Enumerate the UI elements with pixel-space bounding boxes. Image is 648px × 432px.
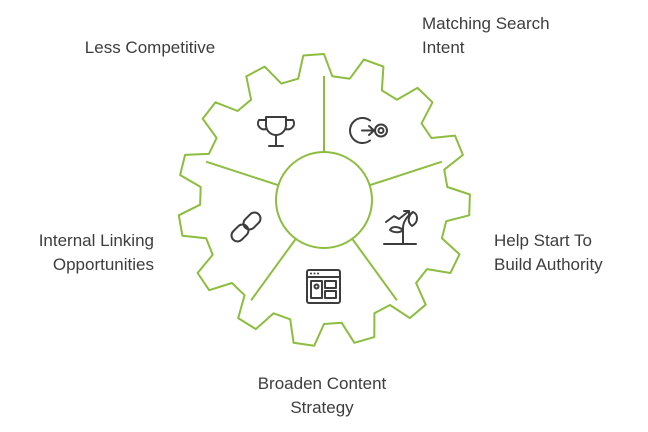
label-line: Help Start To (494, 231, 592, 250)
search-intent-icon (349, 117, 388, 144)
label-less-competitive: Less Competitive (60, 36, 240, 60)
label-broaden-content: Broaden Content Strategy (222, 372, 422, 420)
label-build-authority: Help Start To Build Authority (494, 229, 603, 277)
segment-divider (351, 238, 398, 301)
link-icon (230, 211, 262, 243)
growing-plant-icon (383, 210, 418, 245)
label-line: Broaden Content (257, 374, 387, 393)
label-internal-linking: Internal Linking Opportunities (0, 229, 154, 277)
label-line: Intent (422, 38, 465, 57)
gear-outline (177, 53, 471, 347)
label-line: Internal Linking (38, 231, 154, 250)
layout-window-icon (306, 269, 341, 304)
segment-divider (369, 160, 443, 187)
gear-hub (275, 151, 373, 249)
segment-divider (205, 160, 279, 187)
segment-dividers (205, 76, 443, 301)
label-line: Less Competitive (84, 38, 216, 57)
label-matching-search-intent: Matching Search Intent (422, 12, 550, 60)
segment-divider (250, 238, 297, 301)
label-line: Opportunities (52, 255, 154, 274)
trophy-icon (256, 116, 296, 147)
label-line: Matching Search (422, 14, 550, 33)
window-dots (310, 272, 319, 275)
label-line: Strategy (290, 398, 354, 417)
label-line: Build Authority (494, 255, 603, 274)
